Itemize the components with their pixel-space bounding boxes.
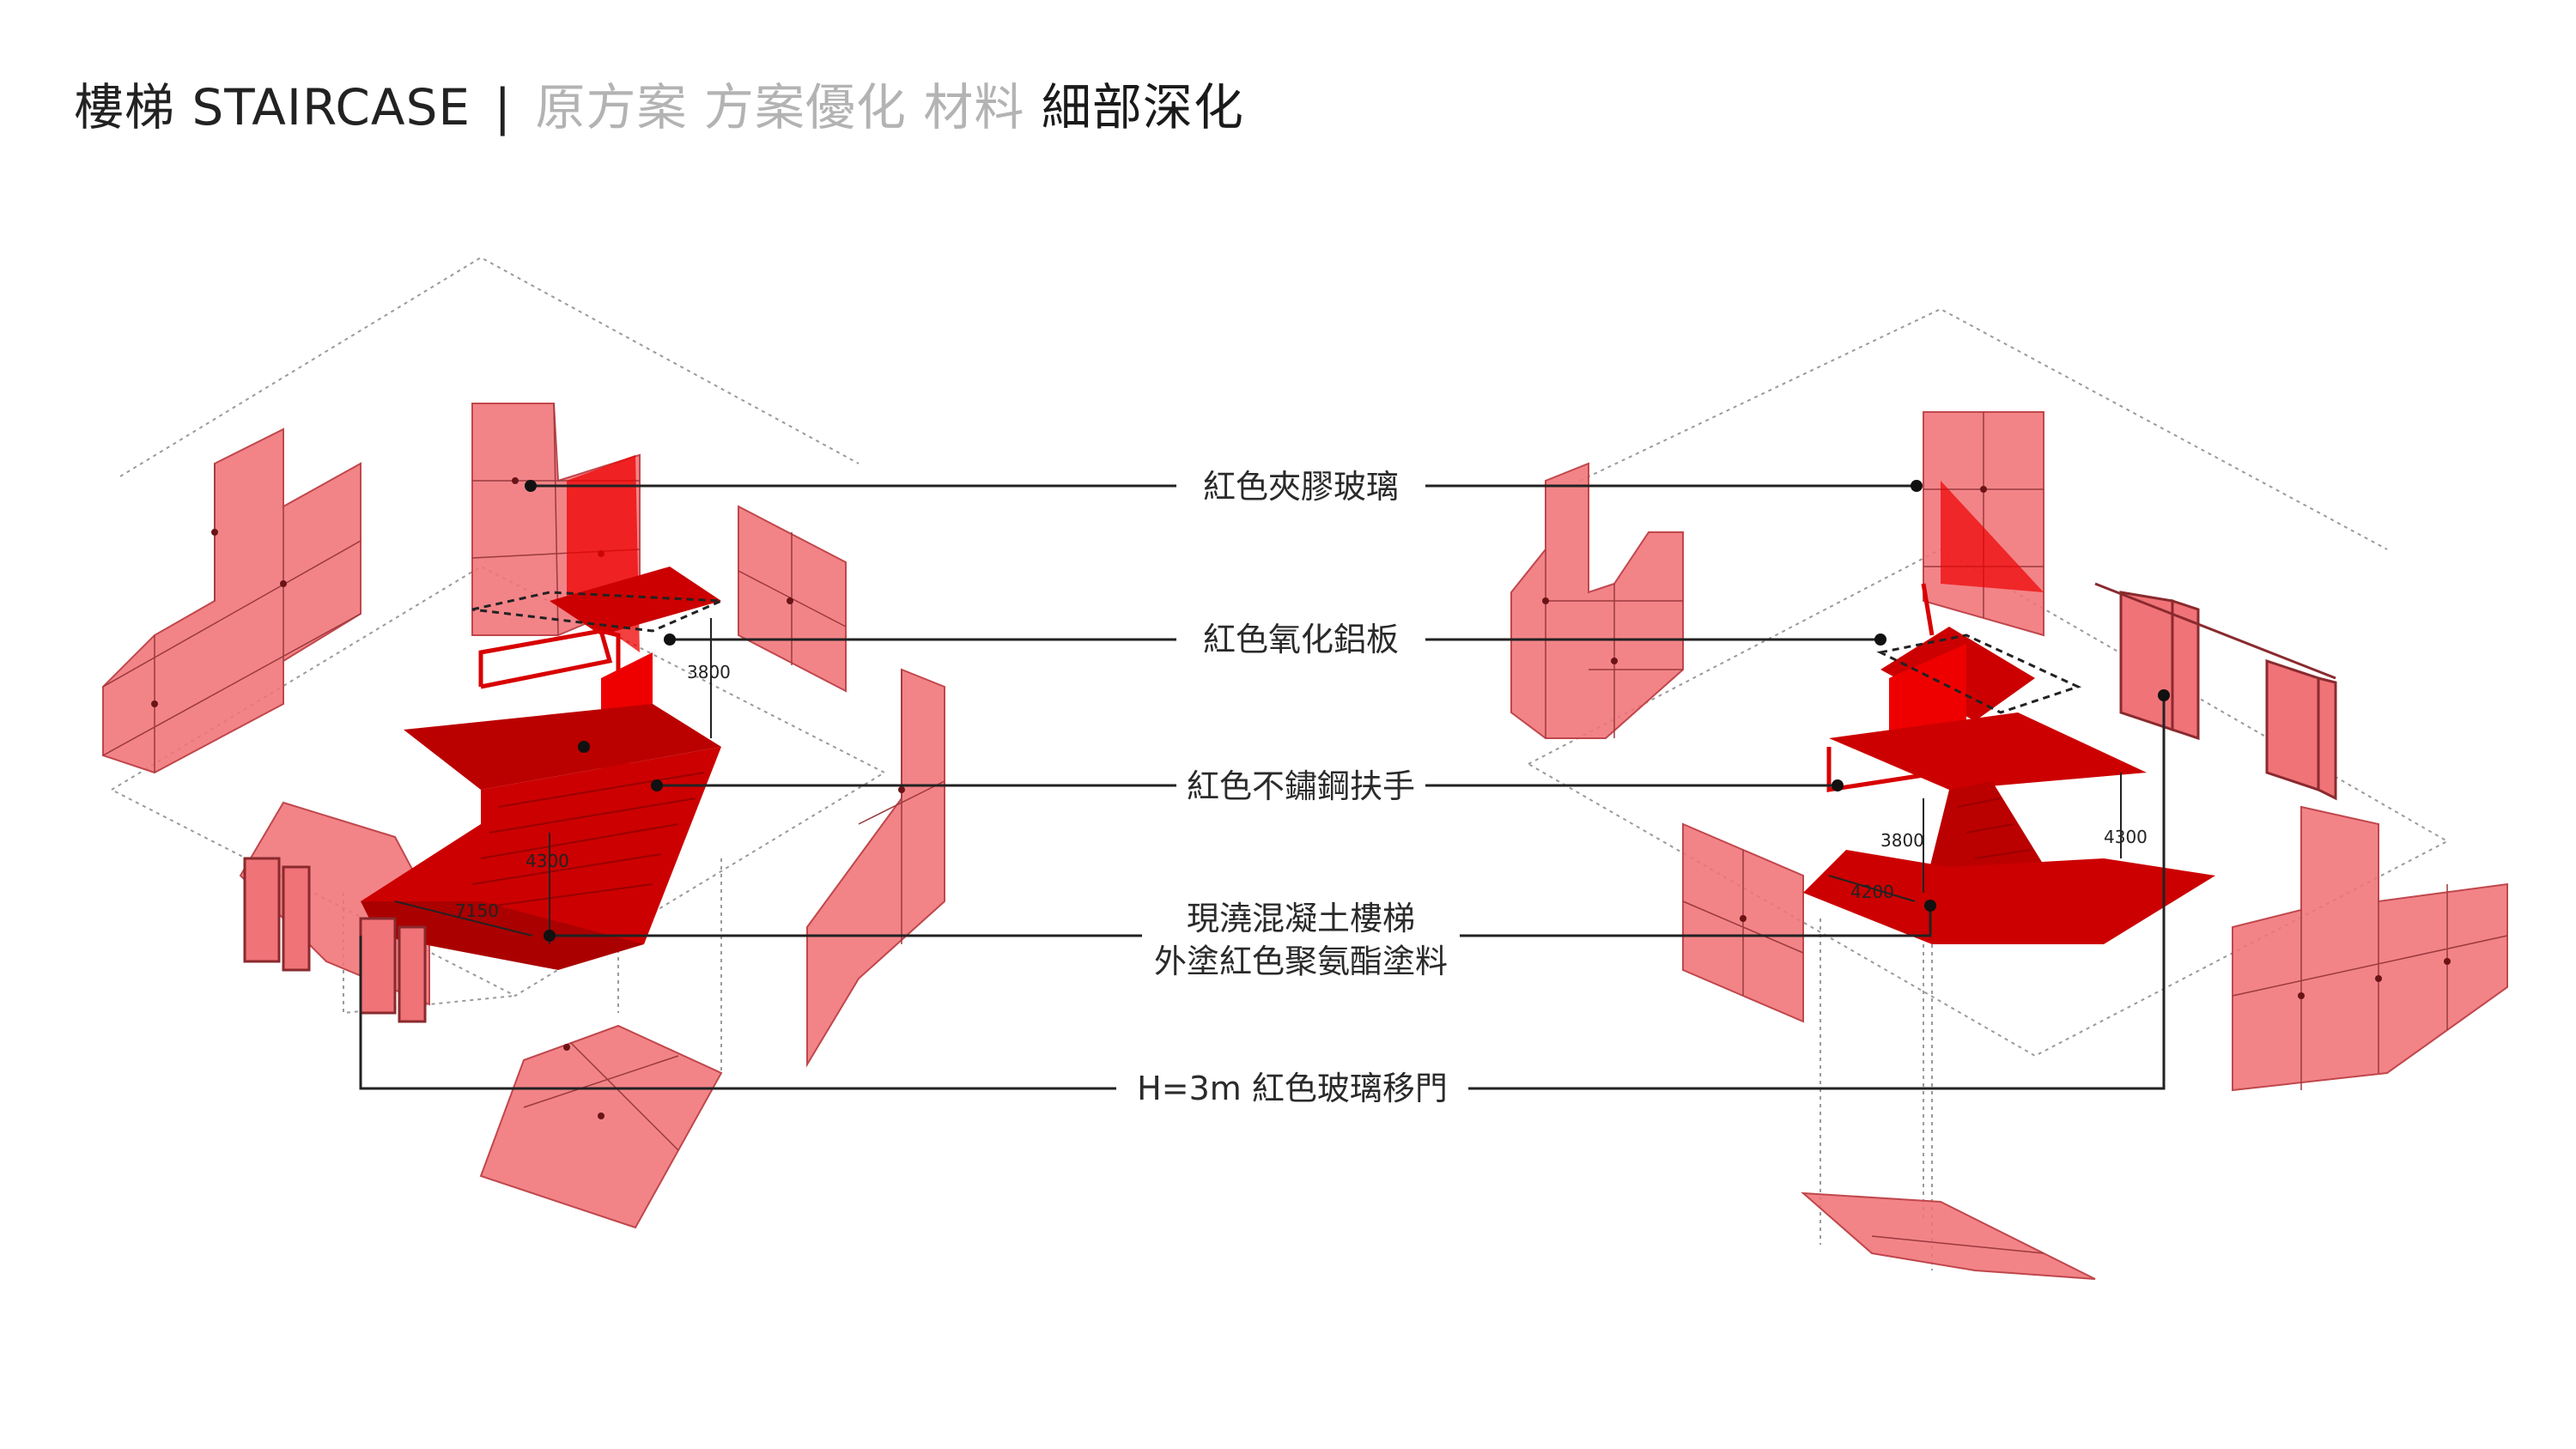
- left-dimension-lines: [394, 618, 712, 944]
- step-material: 材料: [923, 78, 1025, 136]
- left-dashed-outline: [471, 591, 722, 633]
- left-dim-4300: 4300: [526, 851, 569, 871]
- right-handrail: [1826, 583, 1941, 792]
- left-middle-landing: [404, 704, 721, 790]
- right-stair-treads: [1957, 797, 2044, 885]
- title-separator: |: [494, 78, 513, 136]
- label-sliding-door: H=3m 紅色玻璃移門: [1137, 1070, 1448, 1107]
- label-handrail: 紅色不鏽鋼扶手: [1187, 767, 1415, 805]
- left-bottom-slab: [361, 901, 644, 970]
- page-title: 樓梯 STAIRCASE | 原方案 方案優化 材料 細部深化: [74, 67, 1244, 139]
- step-optimize: 方案優化: [703, 78, 907, 136]
- leader-lines: [359, 484, 2166, 1090]
- left-dim-3800: 3800: [687, 662, 731, 682]
- step-detail: 細部深化: [1041, 78, 1244, 136]
- label-concrete-stair-line1: 現澆混凝土樓梯: [1187, 900, 1415, 937]
- right-middle-landing: [1829, 712, 2147, 790]
- left-upper-landing: [550, 567, 721, 635]
- label-laminated-glass: 紅色夾膠玻璃: [1203, 468, 1399, 506]
- right-bottom-slab: [1803, 850, 2215, 944]
- left-stair-flight: [361, 747, 721, 944]
- step-original: 原方案: [535, 78, 688, 136]
- left-stair-treads: [463, 772, 705, 911]
- left-dim-7150: 7150: [455, 900, 499, 921]
- label-aluminum-panel: 紅色氧化鋁板: [1203, 621, 1399, 658]
- left-handrail: [478, 628, 621, 689]
- right-panel-nodes: [1542, 486, 2451, 999]
- left-axonometric: 3800 4300 7150: [102, 256, 945, 1229]
- right-dim-4300: 4300: [2104, 827, 2148, 847]
- left-panel-nodes: [151, 477, 905, 1119]
- label-concrete-stair-line2: 外塗紅色聚氨酯塗料: [1154, 943, 1448, 980]
- right-dashed-outline: [1876, 634, 2082, 714]
- leader-dots: [525, 480, 2170, 942]
- right-dimension-lines: [1828, 773, 2122, 902]
- right-upper-glass: [1941, 481, 2044, 592]
- right-dim-3800: 3800: [1880, 830, 1924, 851]
- right-dim-4200: 4200: [1850, 882, 1894, 902]
- title-cn: 樓梯: [74, 78, 176, 136]
- right-axonometric: 3800 4300 4200: [1510, 307, 2508, 1280]
- title-en: STAIRCASE: [191, 78, 471, 136]
